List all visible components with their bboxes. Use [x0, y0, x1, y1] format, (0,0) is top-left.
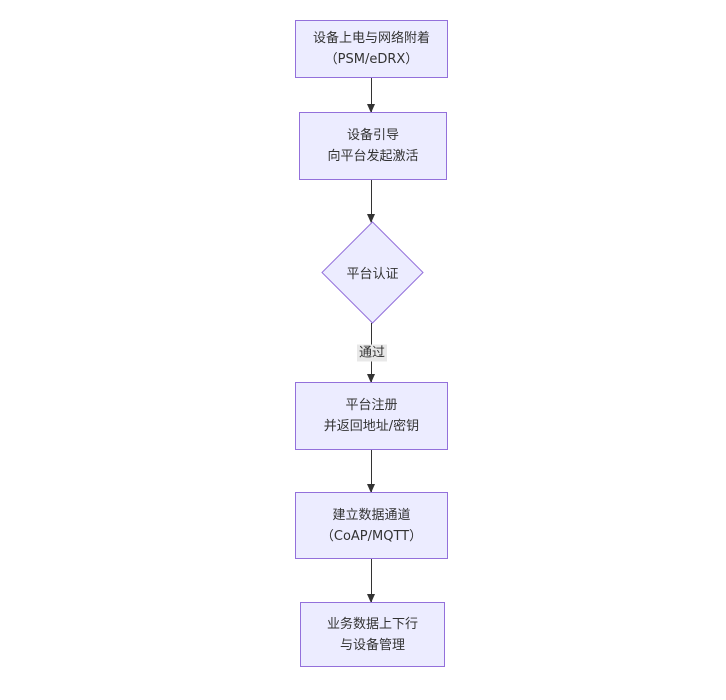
- arrow-down: [367, 180, 375, 223]
- node-platform-register: 平台注册 并返回地址/密钥: [295, 382, 448, 450]
- diamond-shape: [321, 221, 424, 324]
- node-line: 设备引导: [346, 128, 399, 143]
- arrowhead-icon: [367, 484, 375, 493]
- arrowhead-icon: [367, 594, 375, 603]
- node-line: 平台注册: [345, 398, 398, 413]
- arrow-down: [367, 450, 375, 493]
- node-line: 与设备管理: [339, 637, 405, 653]
- arrowhead-icon: [367, 104, 375, 113]
- edge-label-pass: 通过: [356, 344, 388, 362]
- node-line: 向平台发起激活: [327, 149, 419, 164]
- arrowhead-icon: [367, 214, 375, 223]
- node-line: （CoAP/MQTT）: [320, 528, 423, 544]
- decision-platform-auth: 平台认证: [321, 221, 424, 324]
- node-data-channel: 建立数据通道 （CoAP/MQTT）: [295, 492, 448, 559]
- arrow-down: [367, 78, 375, 113]
- node-line: 建立数据通道: [332, 507, 411, 523]
- node-line: 业务数据上下行: [326, 616, 418, 632]
- node-line: 设备上电与网络附着: [312, 31, 430, 46]
- node-business-data-management: 业务数据上下行 与设备管理: [300, 602, 445, 667]
- node-power-network-attach: 设备上电与网络附着 （PSM/eDRX）: [295, 20, 448, 78]
- node-line: （PSM/eDRX）: [324, 52, 419, 67]
- decision-label: 平台认证: [346, 267, 399, 282]
- arrowhead-icon: [367, 374, 375, 383]
- arrow-down: [367, 559, 375, 603]
- node-bootstrap-activate: 设备引导 向平台发起激活: [299, 112, 447, 180]
- node-line: 并返回地址/密钥: [323, 419, 420, 434]
